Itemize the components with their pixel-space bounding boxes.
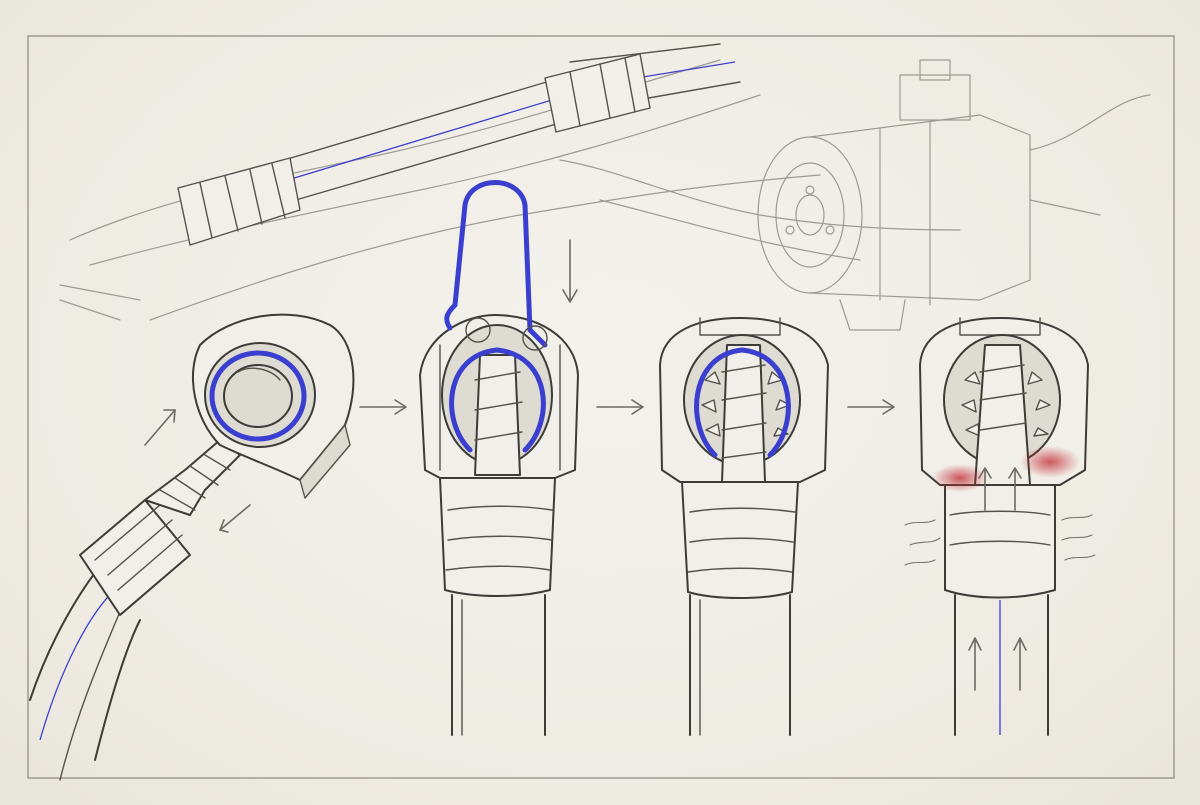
step-4-leaking-coupling <box>904 317 1096 736</box>
drawing-frame <box>27 35 1175 779</box>
leak-right <box>1020 446 1080 478</box>
leak-left <box>932 464 988 492</box>
background-ac-line <box>59 43 1151 331</box>
step-2-spring-clip <box>419 180 579 736</box>
step-3-engaged-coupling <box>659 317 829 736</box>
right-arrow-icon <box>847 399 895 415</box>
compressor-icon <box>757 59 1151 331</box>
right-arrow-icon <box>359 399 407 415</box>
step-1-fitting-and-hose <box>29 313 355 781</box>
right-arrow-icon <box>596 399 644 415</box>
